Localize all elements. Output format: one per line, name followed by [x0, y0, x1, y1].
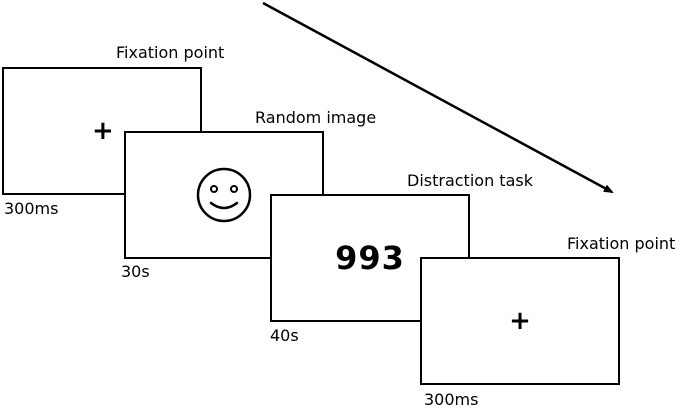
step-4-screen: +: [420, 257, 620, 385]
step-2-duration: 30s: [121, 262, 150, 281]
fixation-cross: +: [509, 306, 531, 336]
step-4-title: Fixation point: [567, 234, 676, 253]
step-3-title: Distraction task: [407, 171, 533, 190]
fixation-cross: +: [92, 116, 114, 146]
distraction-number: 993: [335, 239, 405, 277]
step-3-duration: 40s: [270, 326, 299, 345]
step-2-title: Random image: [255, 108, 377, 127]
step-4-duration: 300ms: [424, 390, 479, 409]
step-1-duration: 300ms: [4, 199, 59, 218]
step-1-title: Fixation point: [116, 43, 225, 62]
smiley-face-icon: [196, 167, 252, 223]
